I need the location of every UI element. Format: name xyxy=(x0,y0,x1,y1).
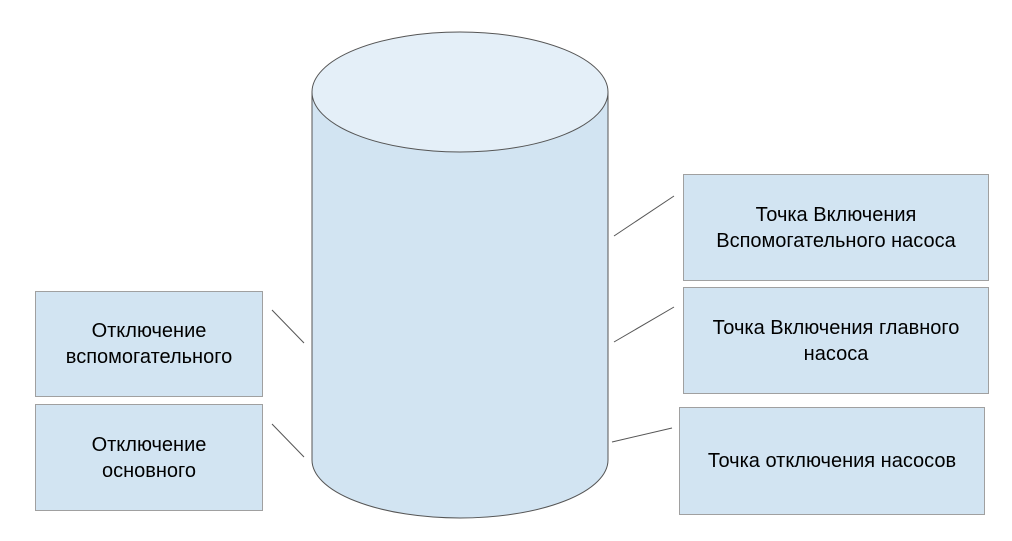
aux-pump-off-box: Отключение вспомогательного xyxy=(35,291,263,397)
connector-main-on xyxy=(613,306,675,343)
main-pump-off-box: Отключение основного xyxy=(35,404,263,511)
connector-aux-on xyxy=(613,195,675,237)
tank-body xyxy=(311,91,609,519)
connector-main-off xyxy=(271,423,305,458)
pumps-off-label: Точка отключения насосов xyxy=(707,450,957,472)
connector-aux-off xyxy=(271,309,305,344)
main-pump-on-label: Точка Включения главного насоса xyxy=(712,316,960,365)
aux-pump-on-label: Точка Включения Вспомогательного насоса xyxy=(716,203,956,252)
aux-pump-off-label: Отключение вспомогательного xyxy=(65,320,233,368)
connector-pumps-off xyxy=(611,427,673,443)
aux-pump-on-box: Точка Включения Вспомогательного насоса xyxy=(683,174,989,281)
main-pump-on-box: Точка Включения главного насоса xyxy=(683,287,989,394)
main-pump-off-label: Отключение основного xyxy=(91,433,207,482)
pumps-off-box: Точка отключения насосов xyxy=(679,407,985,515)
tank-top xyxy=(311,31,609,153)
